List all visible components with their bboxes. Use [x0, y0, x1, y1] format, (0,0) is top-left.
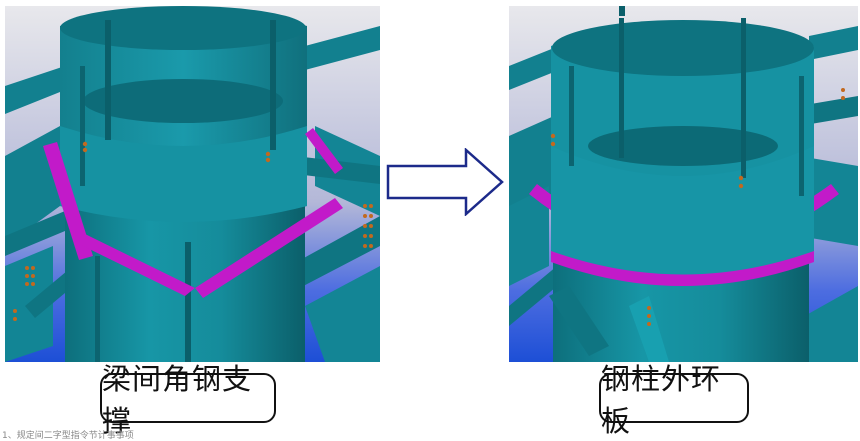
right-caption: 钢柱外环板: [599, 362, 749, 438]
left-model-render: [5, 6, 380, 362]
left-model-image: [5, 6, 380, 362]
right-model-render: [509, 6, 858, 362]
right-model-image: [509, 6, 858, 362]
left-caption: 梁间角钢支撑: [100, 362, 276, 438]
right-arrow-icon: [386, 147, 504, 220]
footnote: 1、规定间二字型指令节计事事项: [2, 431, 134, 441]
